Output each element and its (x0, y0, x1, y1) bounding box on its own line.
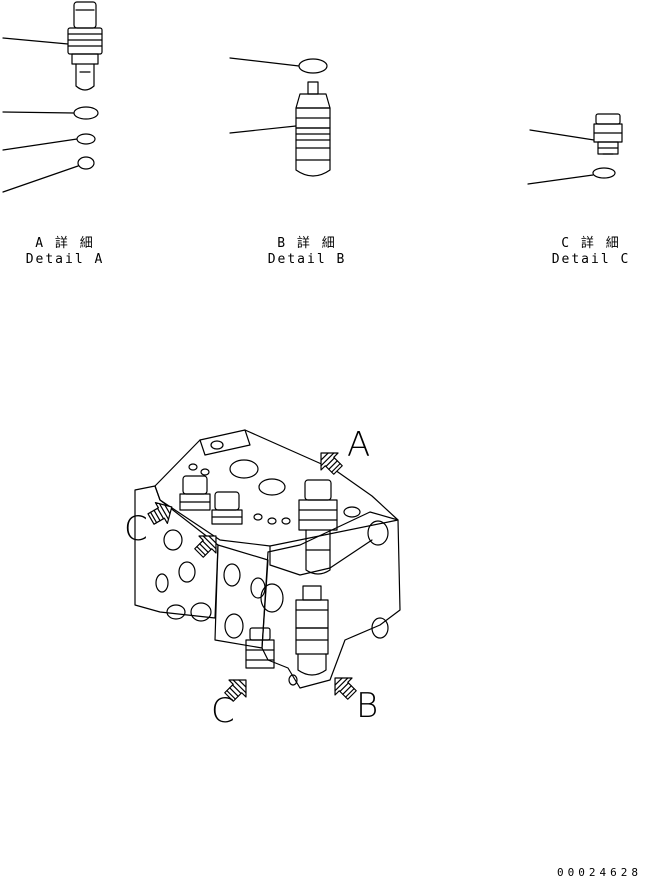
leader-line-a4 (2, 165, 79, 193)
detail-a-oring-medium (76, 133, 96, 145)
detail-a-oring-small (77, 156, 95, 170)
detail-a-caption: A 詳 細 Detail A (20, 236, 110, 268)
callout-c-bottom: C (211, 691, 235, 731)
detail-c-en: Detail C (551, 252, 631, 267)
arrow-c1 (147, 502, 173, 525)
leader-line-b1 (229, 57, 300, 67)
detail-b-jp: B 詳 細 (277, 236, 337, 251)
drawing-number: 00024628 (557, 866, 642, 879)
detail-b-oring (298, 58, 328, 74)
detail-a-jp: A 詳 細 (35, 236, 95, 251)
detail-c-plug-part (593, 113, 623, 155)
leader-line-c2 (527, 174, 594, 185)
arrow-a (320, 452, 343, 475)
arrow-c2 (194, 535, 217, 558)
detail-b-caption: B 詳 細 Detail B (262, 236, 352, 268)
assembly-relief-valve-b (295, 585, 329, 676)
leader-line-c1 (529, 129, 595, 141)
detail-c-oring (592, 167, 616, 179)
detail-a-valve-part (67, 1, 103, 91)
callout-b: B (356, 686, 379, 726)
assembly-plug-2 (211, 491, 243, 525)
leader-line-a1 (2, 37, 69, 45)
assembly-plug-1 (179, 475, 211, 511)
leader-line-a3 (2, 138, 78, 151)
detail-a-en: Detail A (25, 252, 105, 267)
arrow-b (334, 677, 357, 700)
leader-line-a2 (2, 111, 75, 114)
detail-a-oring-large (73, 106, 99, 120)
callout-a: A (347, 425, 371, 465)
detail-c-caption: C 詳 細 Detail C (546, 236, 636, 268)
assembly-plug-c (245, 627, 275, 669)
detail-b-en: Detail B (267, 252, 347, 267)
detail-c-jp: C 詳 細 (561, 236, 621, 251)
detail-b-valve-part (295, 81, 331, 177)
leader-line-b2 (229, 125, 297, 134)
valve-assembly-body (134, 429, 401, 689)
callout-c-left: C (124, 509, 148, 549)
arrow-c3 (224, 679, 247, 702)
assembly-relief-valve-a (298, 479, 338, 575)
